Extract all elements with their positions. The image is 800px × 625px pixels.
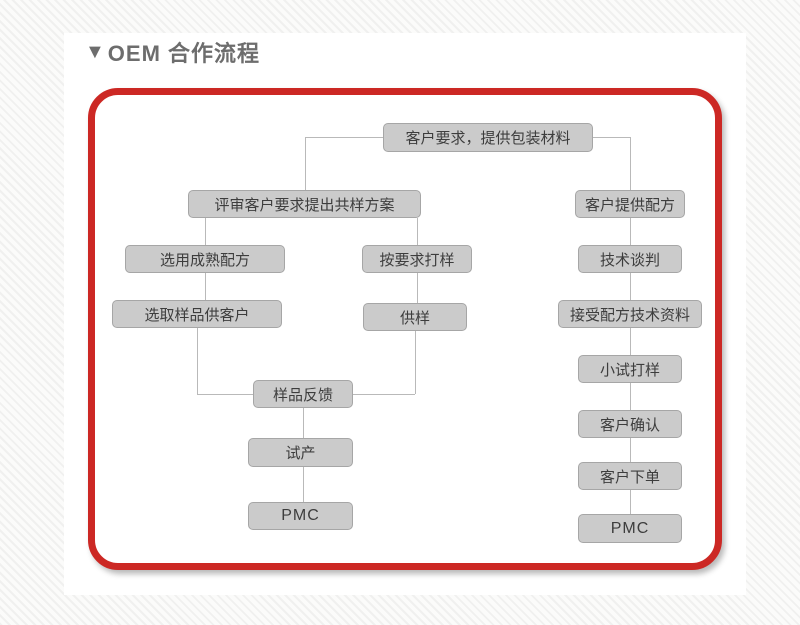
connector-line (630, 383, 631, 410)
flow-node-sample-feedback: 样品反馈 (253, 380, 353, 408)
connector-line (353, 394, 415, 395)
flow-node-customer-requirements-packaging: 客户要求，提供包装材料 (383, 123, 593, 152)
flow-node-customer-provides-formula: 客户提供配方 (575, 190, 685, 218)
flow-node-small-trial-sampling: 小试打样 (578, 355, 682, 383)
page-title: ▼ OEM 合作流程 (85, 36, 260, 68)
connector-line (197, 394, 253, 395)
connector-line (417, 273, 418, 303)
flow-node-trial-production: 试产 (248, 438, 353, 467)
connector-line (630, 273, 631, 300)
connector-line (197, 328, 198, 394)
flow-node-pmc-middle: PMC (248, 502, 353, 530)
connector-line (205, 273, 206, 300)
connector-line (630, 490, 631, 514)
connector-line (305, 137, 306, 190)
connector-line (630, 218, 631, 245)
page-title-text: OEM 合作流程 (107, 41, 261, 66)
connector-line (417, 218, 418, 245)
flow-node-customer-order: 客户下单 (578, 462, 682, 490)
triangle-marker-icon: ▼ (85, 40, 106, 63)
flow-node-technical-negotiation: 技术谈判 (578, 245, 682, 273)
flow-node-select-samples-for-customer: 选取样品供客户 (112, 300, 282, 328)
flow-node-select-mature-formula: 选用成熟配方 (125, 245, 285, 273)
connector-line (303, 467, 304, 502)
connector-line (305, 137, 383, 138)
flow-node-review-requirements-sample-plan: 评审客户要求提出共样方案 (188, 190, 421, 218)
connector-line (303, 408, 304, 438)
connector-line (630, 438, 631, 462)
flow-node-pmc-right: PMC (578, 514, 682, 543)
flow-node-provide-sample: 供样 (363, 303, 467, 331)
flow-node-sample-per-requirements: 按要求打样 (362, 245, 472, 273)
connector-line (630, 328, 631, 355)
flow-node-customer-confirmation: 客户确认 (578, 410, 682, 438)
connector-line (205, 218, 206, 245)
flow-node-accept-formula-technical-data: 接受配方技术资料 (558, 300, 702, 328)
connector-line (415, 331, 416, 394)
connector-line (630, 137, 631, 190)
connector-line (593, 137, 630, 138)
